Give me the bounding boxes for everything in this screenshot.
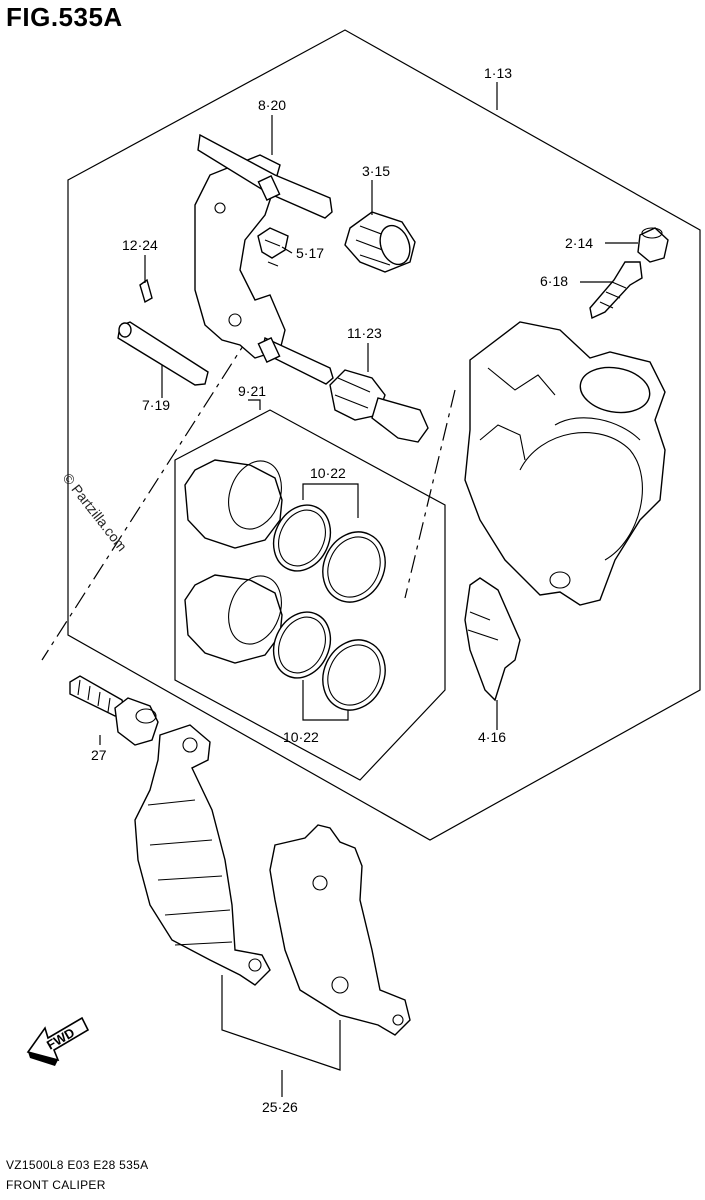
piston-seals-upper — [272, 504, 386, 603]
retainer-clip — [257, 227, 289, 267]
lower-piston — [184, 574, 283, 664]
dashed-link-bolt — [41, 334, 251, 661]
figure-title: FIG.535A — [6, 2, 123, 32]
pad-spring-plate — [464, 577, 521, 702]
mounting-bolt — [69, 675, 159, 746]
callout-label: 7·19 — [142, 397, 170, 413]
callout-label: 11·23 — [347, 325, 382, 341]
callout-label: 25·26 — [262, 1099, 298, 1115]
callout-label: 27 — [91, 747, 107, 763]
brake-pad-right — [269, 824, 411, 1036]
model-code: VZ1500L8 E03 E28 535A — [6, 1158, 149, 1172]
callout-label: 4·16 — [478, 729, 506, 745]
callout-label: 8·20 — [258, 97, 286, 113]
callout-label: 10·22 — [310, 465, 346, 481]
assembly-outline — [67, 29, 701, 841]
callout-label: 6·18 — [540, 273, 568, 289]
dashed-link-caliper — [404, 389, 456, 599]
callout-label: 2·14 — [565, 235, 593, 251]
forward-arrow-icon: FWD — [26, 1016, 90, 1066]
caliper-bracket — [194, 133, 334, 385]
pad-pin — [117, 321, 209, 386]
callout-label: 10·22 — [283, 729, 319, 745]
guide-pin-boot — [329, 369, 429, 443]
callout-label: 3·15 — [362, 163, 390, 179]
pad-spring — [139, 278, 153, 304]
callout-label: 12·24 — [122, 237, 158, 253]
pin-boot — [344, 211, 416, 273]
bleeder-valve — [589, 261, 643, 320]
piston-seals-lower — [272, 611, 386, 711]
callout-label: 5·17 — [296, 245, 324, 261]
brake-pad-left — [134, 724, 271, 986]
caliper-body — [464, 321, 666, 606]
section-name: FRONT CALIPER — [6, 1178, 106, 1192]
piston-seal-group-outline — [174, 409, 446, 781]
leader-lines — [99, 82, 638, 1097]
upper-piston — [184, 459, 283, 549]
watermark-text: © Partzilla.com — [60, 470, 131, 554]
callout-label: 9·21 — [238, 383, 266, 399]
bleeder-cap — [637, 227, 669, 263]
callout-label: 1·13 — [484, 65, 512, 81]
